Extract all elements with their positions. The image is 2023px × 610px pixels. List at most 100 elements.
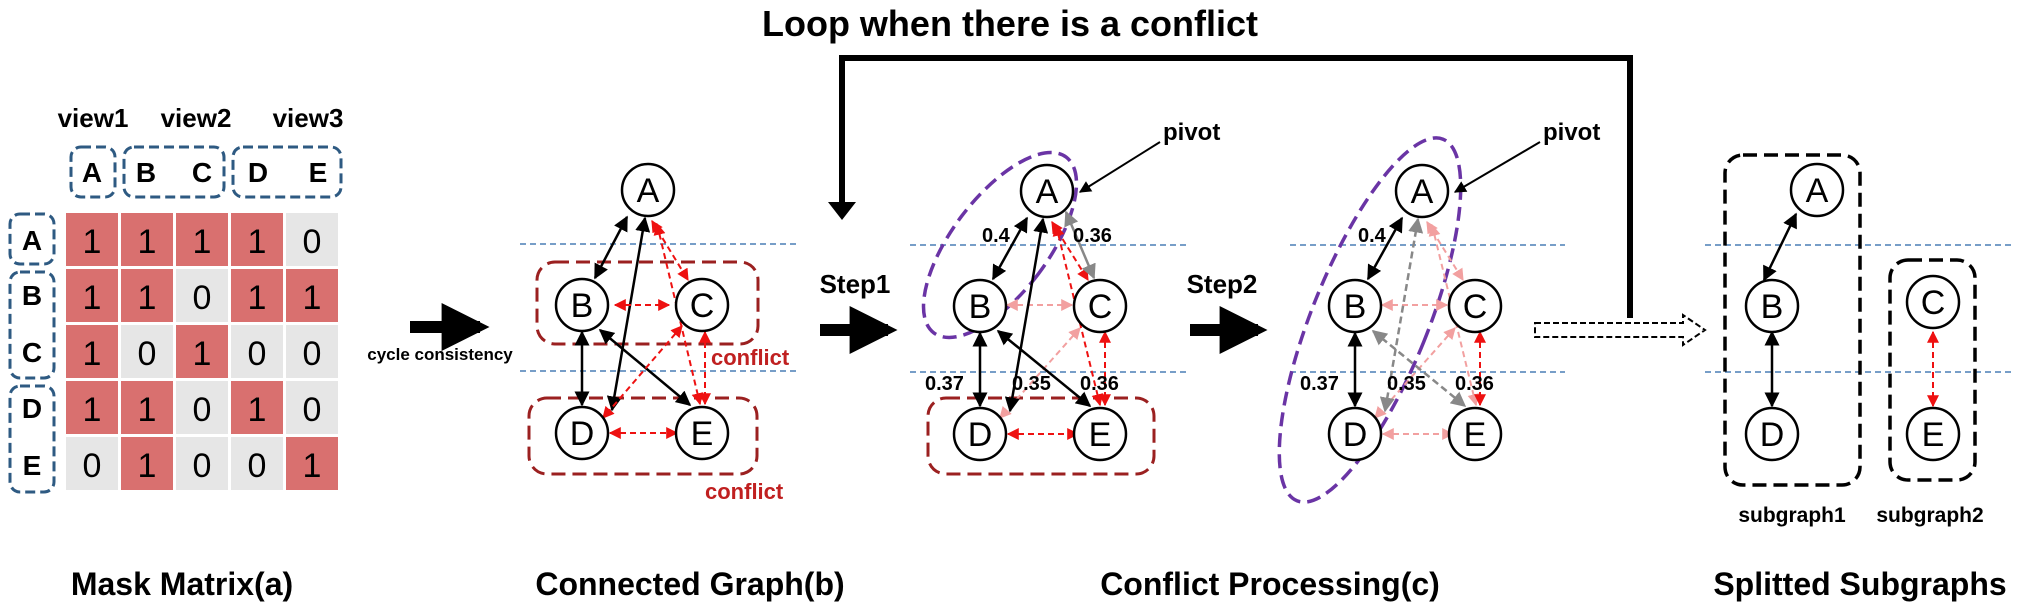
caption-mask-matrix: Mask Matrix(a) bbox=[71, 566, 293, 602]
node-c-s1: C bbox=[1072, 278, 1128, 334]
subgraph1-box bbox=[1723, 153, 1862, 487]
edge-a-b bbox=[593, 215, 629, 280]
matrix-cell bbox=[231, 269, 283, 322]
step2-graph-panel: pivot 0.4 0.37 0.35 0.36 A B C D E Confl… bbox=[1100, 119, 1600, 602]
matrix-cell bbox=[231, 213, 283, 266]
matrix-cell bbox=[176, 437, 228, 490]
matrix-cell bbox=[66, 269, 118, 322]
node-a-sub: A bbox=[1789, 162, 1845, 218]
col-header-d: D bbox=[248, 157, 268, 188]
step1-label: Step1 bbox=[820, 269, 891, 299]
matrix-cell bbox=[176, 213, 228, 266]
pivot-label-2: pivot bbox=[1543, 119, 1600, 146]
matrix-cell-value: 0 bbox=[303, 335, 322, 373]
row-view1-box bbox=[8, 212, 56, 266]
node-e-s1: E bbox=[1072, 406, 1128, 462]
row-header-c: C bbox=[22, 337, 42, 368]
svg-text:E: E bbox=[1922, 416, 1945, 454]
connected-graph-panel: conflict conflict A B C D E Connected Gr… bbox=[520, 162, 845, 602]
conflict-label-de: conflict bbox=[705, 479, 784, 504]
row-view3-box bbox=[8, 384, 56, 494]
matrix-cell-value: 1 bbox=[83, 391, 102, 429]
node-a-s1: A bbox=[1019, 163, 1075, 219]
pivot-label-1: pivot bbox=[1163, 119, 1220, 146]
col-header-e: E bbox=[309, 157, 328, 188]
matrix-cell-value: 0 bbox=[83, 447, 102, 485]
subgraph2-box bbox=[1888, 258, 1977, 482]
edge-b-e-s1 bbox=[996, 330, 1092, 407]
matrix-cell bbox=[231, 325, 283, 378]
step1-graph-panel: pivot 0.4 0.36 0.37 0.35 0.36 A B C D E bbox=[910, 119, 1220, 476]
col-view2-box bbox=[122, 145, 226, 199]
matrix-cell-value: 0 bbox=[303, 391, 322, 429]
svg-text:D: D bbox=[1760, 416, 1785, 454]
edge-a-c-pink-s2 bbox=[1426, 220, 1464, 282]
pivot-pointer-2 bbox=[1453, 141, 1541, 193]
col-header-a: A bbox=[82, 157, 102, 188]
view2-label: view2 bbox=[161, 103, 232, 133]
matrix-cell bbox=[66, 213, 118, 266]
step2-label: Step2 bbox=[1187, 269, 1258, 299]
pivot-pointer-1 bbox=[1078, 141, 1161, 193]
matrix-cell-value: 1 bbox=[248, 279, 267, 317]
subgraph2-label: subgraph2 bbox=[1876, 504, 1983, 527]
svg-text:E: E bbox=[691, 415, 714, 453]
matrix-cell-value: 0 bbox=[138, 335, 157, 373]
node-c-sub: C bbox=[1905, 274, 1961, 330]
matrix-cell-value: 1 bbox=[138, 279, 157, 317]
conflict-label-bc: conflict bbox=[711, 345, 790, 370]
matrix-cell bbox=[121, 269, 173, 322]
node-b-s2: B bbox=[1327, 278, 1383, 334]
col-header-b: B bbox=[136, 157, 156, 188]
matrix-cell bbox=[286, 381, 338, 434]
matrix-cell bbox=[121, 381, 173, 434]
row-header-d: D bbox=[22, 393, 42, 424]
subgraph1-label: subgraph1 bbox=[1738, 504, 1846, 527]
matrix-cell bbox=[176, 381, 228, 434]
caption-connected-graph: Connected Graph(b) bbox=[535, 566, 844, 602]
matrix-cell-value: 0 bbox=[248, 447, 267, 485]
matrix-cell-value: 1 bbox=[193, 223, 212, 261]
loop-arrow-head bbox=[828, 202, 856, 220]
matrix-cell-value: 0 bbox=[193, 447, 212, 485]
row-view2-box bbox=[8, 270, 56, 380]
svg-text:A: A bbox=[1411, 173, 1434, 211]
matrix-cell-value: 1 bbox=[303, 279, 322, 317]
node-d-s2: D bbox=[1327, 406, 1383, 462]
matrix-cell bbox=[66, 381, 118, 434]
svg-text:D: D bbox=[1343, 416, 1368, 454]
node-c-s2: C bbox=[1447, 278, 1503, 334]
matrix-cell bbox=[286, 437, 338, 490]
svg-text:E: E bbox=[1464, 416, 1487, 454]
weight-cd-s2: 0.35 bbox=[1387, 373, 1426, 395]
weight-bd-s1: 0.37 bbox=[925, 373, 964, 395]
arrow-to-subgraphs bbox=[1534, 313, 1707, 347]
edge-a-b-s2 bbox=[1366, 216, 1404, 281]
svg-text:C: C bbox=[1088, 288, 1113, 326]
row-header-b: B bbox=[22, 280, 42, 311]
node-d-s1: D bbox=[952, 406, 1008, 462]
matrix-cell-value: 1 bbox=[248, 391, 267, 429]
matrix-cell bbox=[176, 325, 228, 378]
col-header-c: C bbox=[192, 157, 212, 188]
svg-text:B: B bbox=[1761, 288, 1784, 326]
svg-text:D: D bbox=[570, 415, 595, 453]
node-e-s2: E bbox=[1447, 406, 1503, 462]
cycle-consistency-label: cycle consistency bbox=[367, 345, 513, 364]
row-header-e: E bbox=[23, 450, 42, 481]
svg-text:E: E bbox=[1089, 416, 1112, 454]
node-b-s1: B bbox=[952, 278, 1008, 334]
svg-text:C: C bbox=[1921, 284, 1946, 322]
matrix-cell bbox=[121, 325, 173, 378]
matrix-cell bbox=[231, 381, 283, 434]
edge-a-c-gray-s1 bbox=[1064, 210, 1096, 280]
matrix-cell-value: 0 bbox=[303, 223, 322, 261]
matrix-cell bbox=[176, 269, 228, 322]
node-d-sub: D bbox=[1744, 406, 1800, 462]
matrix-cell-value: 1 bbox=[138, 447, 157, 485]
node-e-sub: E bbox=[1905, 406, 1961, 462]
svg-text:A: A bbox=[1036, 173, 1059, 211]
view3-label: view3 bbox=[273, 103, 344, 133]
